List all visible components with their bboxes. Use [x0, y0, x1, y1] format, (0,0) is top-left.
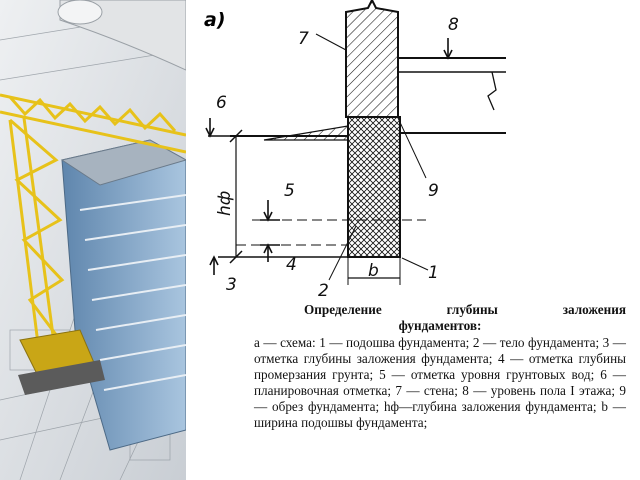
- label-8: 8: [448, 15, 459, 35]
- label-2: 2: [318, 281, 329, 300]
- label-3: 3: [226, 275, 237, 295]
- label-4: 4: [286, 255, 297, 275]
- panel-label: а): [204, 9, 226, 31]
- floor-slab: [398, 57, 506, 111]
- label-hf: hф: [215, 191, 235, 216]
- construction-illustration: [0, 0, 186, 480]
- label-1: 1: [428, 263, 439, 283]
- label-9: 9: [428, 181, 439, 201]
- label-b: b: [368, 261, 379, 281]
- label-7: 7: [298, 29, 309, 49]
- foundation-body: [347, 116, 401, 258]
- label-5: 5: [284, 181, 295, 201]
- construction-photo: [0, 0, 186, 480]
- figure-caption: Определение глубины заложения фундаменто…: [254, 302, 626, 431]
- caption-body: а — схема: 1 — подошва фундамента; 2 — т…: [254, 335, 626, 430]
- blind-area: [263, 125, 349, 141]
- caption-title: Определение глубины заложения: [304, 302, 626, 317]
- foundation-depth-diagram: а): [196, 0, 640, 301]
- label-6: 6: [216, 93, 227, 113]
- caption-title-line2: фундаментов:: [398, 318, 482, 333]
- wall: [345, 0, 399, 118]
